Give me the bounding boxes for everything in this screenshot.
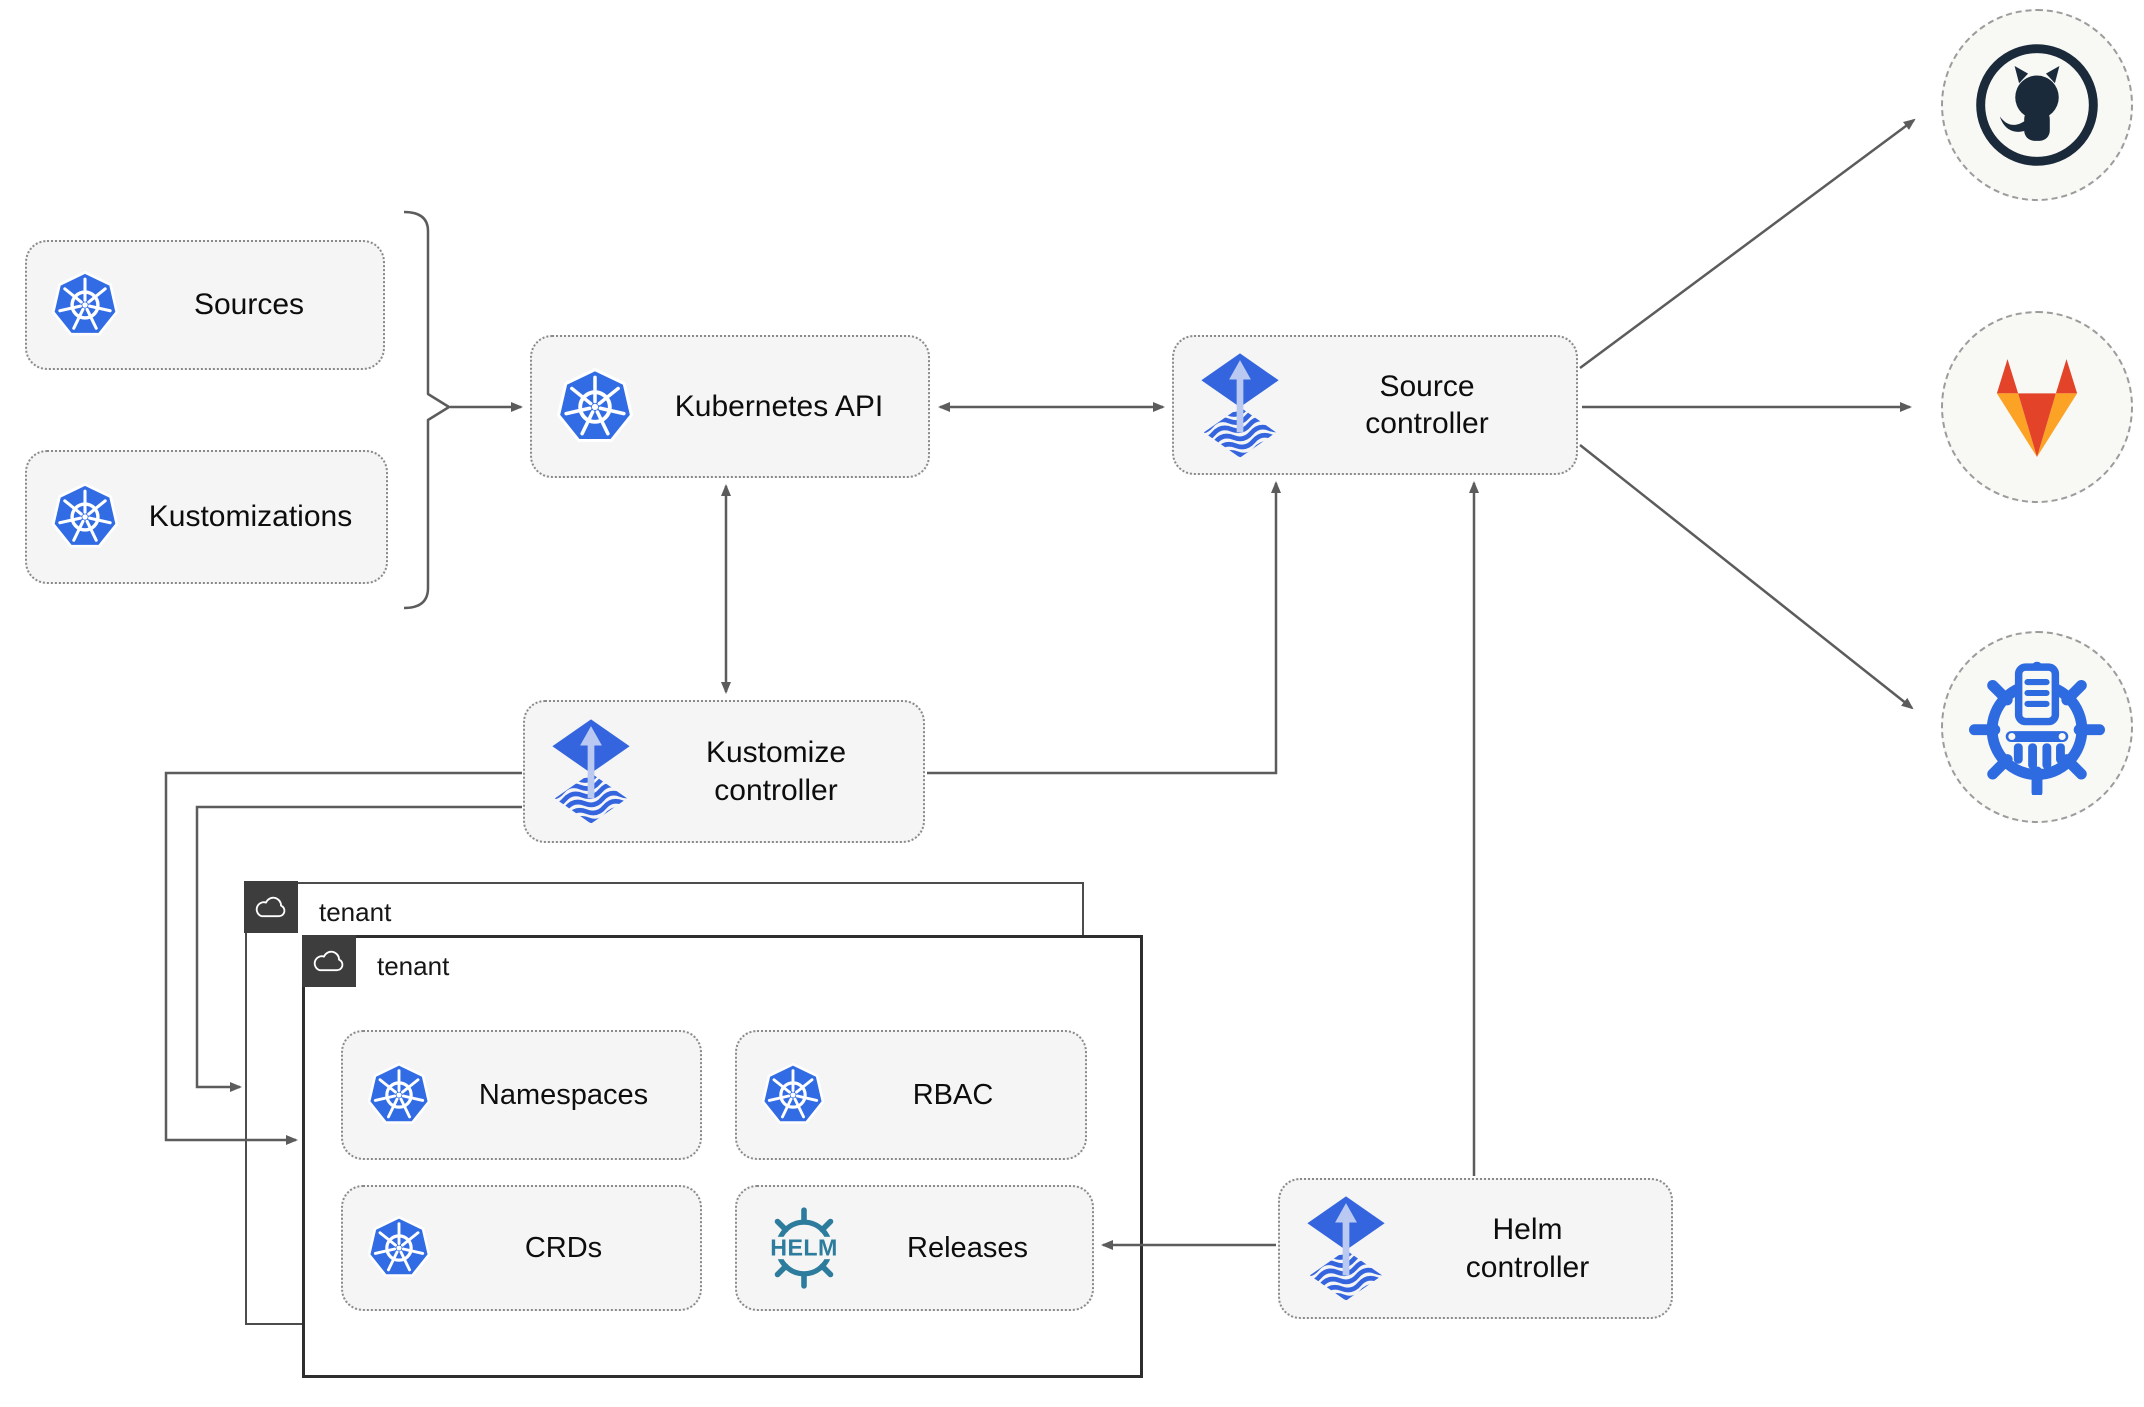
node-kustomize-controller: Kustomize controller [523, 700, 925, 843]
edge-source-controller-to-github [1579, 118, 1916, 370]
flux-icon [549, 716, 633, 827]
node-rbac-label: RBAC [912, 1078, 994, 1111]
flux-icon [1304, 1193, 1388, 1304]
edge-kustomize-controller-to-source-controller [927, 481, 1281, 775]
node-helm-controller: Helm controller [1278, 1178, 1673, 1319]
node-sources: Sources [25, 240, 385, 370]
chartmuseum-icon [1969, 659, 2105, 795]
helm-logo-text: HELM [770, 1235, 838, 1261]
gitlab-icon [1978, 353, 2096, 462]
helm-icon: HELM [761, 1205, 847, 1291]
tenant-label: tenant [319, 897, 392, 927]
endpoint-github [1941, 9, 2133, 201]
node-source-controller: Source controller [1172, 335, 1578, 475]
endpoint-gitlab [1941, 311, 2133, 503]
label-line2: controller [714, 773, 838, 807]
node-source-controller-label: Source controller [1282, 368, 1576, 443]
label-line2: controller [1365, 407, 1489, 440]
github-icon [1973, 41, 2101, 169]
kubernetes-icon [51, 271, 119, 339]
label-line1: Helm [1492, 1213, 1563, 1246]
node-releases-label: Releases [907, 1231, 1028, 1264]
node-crds-label: CRDs [524, 1231, 603, 1264]
node-sources-label: Sources [193, 288, 305, 322]
kubernetes-icon [367, 1216, 431, 1280]
edge-kustomize-controller-to-tenant-back [195, 805, 522, 1092]
tenant-badge [244, 881, 298, 933]
kubernetes-icon [367, 1063, 431, 1127]
label-line1: Source [1379, 369, 1475, 403]
label-line1: Kustomize [705, 736, 847, 769]
endpoint-chartmuseum [1941, 631, 2133, 823]
label-line2: controller [1465, 1250, 1590, 1284]
kubernetes-icon [761, 1063, 825, 1127]
tenant-label: tenant [377, 951, 450, 981]
node-kustomize-controller-label: Kustomize controller [633, 734, 923, 809]
node-rbac: RBAC [735, 1030, 1087, 1160]
node-kubernetes-api: Kubernetes API [530, 335, 930, 478]
node-kustomizations-label: Kustomizations [148, 500, 353, 534]
node-namespaces: Namespaces [341, 1030, 702, 1160]
node-kubernetes-api-label: Kubernetes API [674, 389, 884, 423]
tenant-badge [302, 935, 356, 987]
node-namespaces-label: Namespaces [478, 1078, 649, 1111]
kubernetes-icon [556, 368, 634, 446]
edge-brace [403, 210, 451, 610]
kubernetes-icon [51, 483, 119, 551]
edge-kustomize-controller-to-tenant-front [164, 771, 522, 1145]
node-crds: CRDs [341, 1185, 702, 1311]
edge-source-controller-to-chartmuseum [1579, 444, 1914, 710]
node-releases: HELM Releases [735, 1185, 1094, 1311]
node-kustomizations: Kustomizations [25, 450, 388, 584]
flux-icon [1198, 350, 1282, 461]
node-helm-controller-label: Helm controller [1388, 1211, 1671, 1286]
